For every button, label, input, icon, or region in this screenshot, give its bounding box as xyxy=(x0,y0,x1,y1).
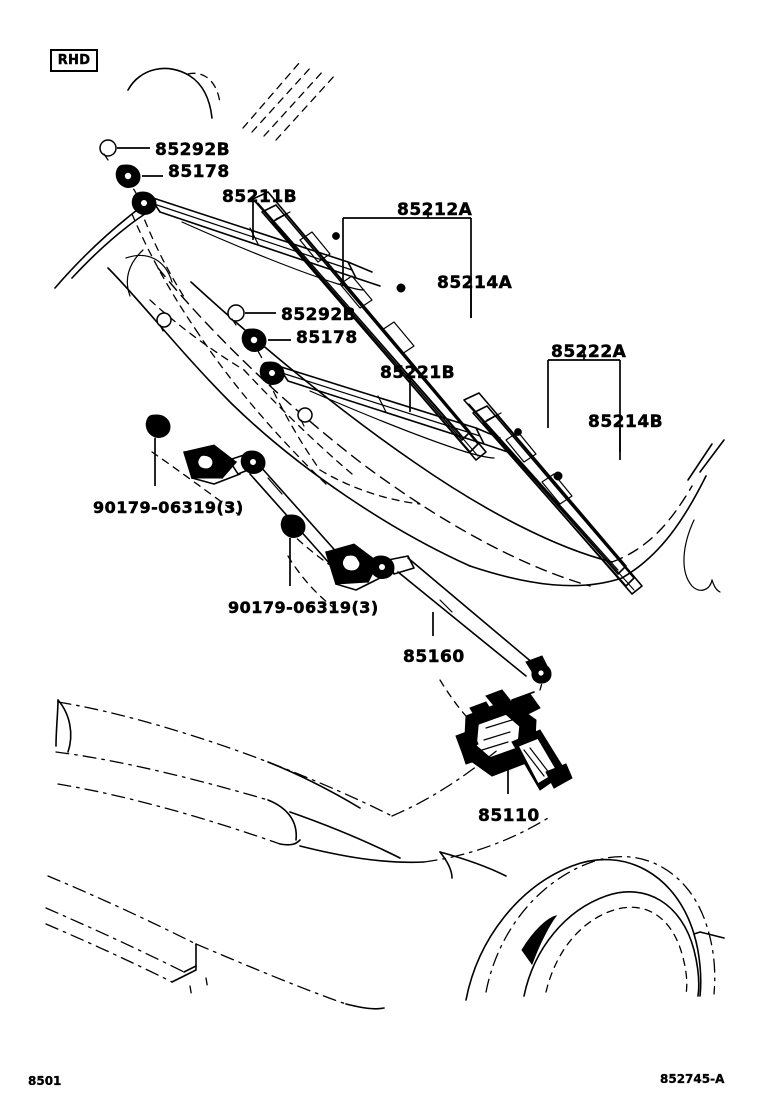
part-label-85292b-left: 85292B xyxy=(281,305,357,326)
wiper-blade-left-85222a xyxy=(463,392,643,595)
part-label-90179-06319-upper: 90179-06319(3) xyxy=(93,498,244,518)
part-label-85214a: 85214A xyxy=(437,273,513,294)
wiper-link-assembly-85160 xyxy=(183,444,552,684)
rhd-badge: RHD xyxy=(50,49,98,72)
wiper-motor-85110 xyxy=(455,689,573,791)
part-label-85221b: 85221B xyxy=(380,363,456,384)
rhd-badge-label: RHD xyxy=(57,53,91,68)
wiper-arm-right-85211b xyxy=(131,191,381,291)
part-label-85212a: 85212A xyxy=(397,200,473,221)
part-label-85292b-right: 85292B xyxy=(155,140,231,161)
leader-lines xyxy=(99,139,621,794)
part-label-85110: 85110 xyxy=(478,806,540,827)
footer-drawing-code: 852745-A xyxy=(660,1072,725,1086)
windshield-glass-outline xyxy=(54,61,725,593)
part-label-85222a: 85222A xyxy=(551,342,627,363)
footer-sheet-code: 8501 xyxy=(28,1074,62,1088)
part-label-85178-left: 85178 xyxy=(296,328,358,349)
part-label-90179-06319-lower: 90179-06319(3) xyxy=(228,598,379,618)
wheel-arch xyxy=(439,851,725,1001)
part-label-85178-right: 85178 xyxy=(168,162,230,183)
part-label-85211b: 85211B xyxy=(222,187,298,208)
part-label-85160: 85160 xyxy=(403,647,465,668)
part-label-85214b: 85214B xyxy=(588,412,664,433)
grommet-markers xyxy=(156,312,313,427)
body-panel-outlines xyxy=(45,699,549,1010)
